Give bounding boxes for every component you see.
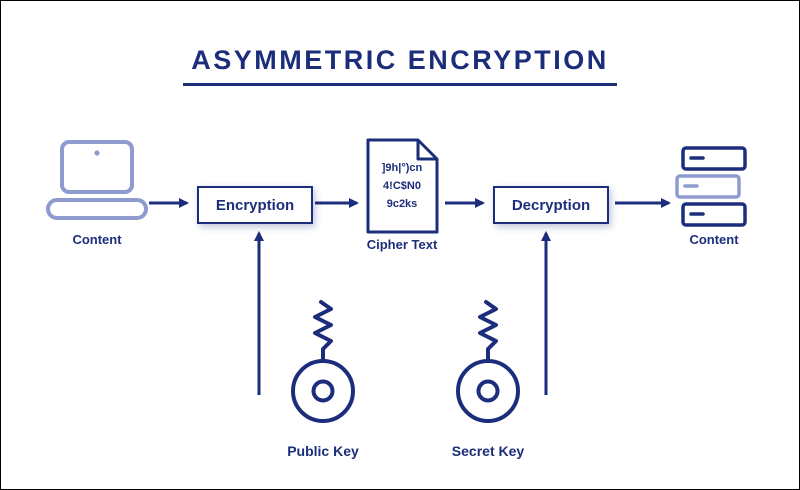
server-icon (675, 146, 747, 227)
secret-key-label: Secret Key (451, 443, 525, 459)
encryption-box-label: Encryption (215, 196, 295, 214)
cipher-line-1: ]9h|°)cn (381, 162, 423, 174)
public-key-label: Public Key (287, 443, 359, 459)
laptop-icon (46, 140, 148, 220)
page-title: ASYMMETRIC ENCRYPTION (183, 45, 617, 86)
destination-content-label: Content (689, 232, 739, 247)
cipher-document-icon (366, 138, 439, 234)
cipher-line-2: 4!C$N0 (383, 180, 421, 192)
public-key-icon (291, 300, 355, 423)
secret-key-icon (456, 300, 520, 423)
source-content-label: Content (72, 232, 122, 247)
cipher-line-3: 9c2ks (386, 198, 418, 210)
decryption-box-label: Decryption (511, 196, 591, 214)
decryption-box: Decryption (493, 186, 609, 224)
encryption-box: Encryption (197, 186, 313, 224)
title-container: ASYMMETRIC ENCRYPTION (1, 45, 799, 86)
cipher-text-content: ]9h|°)cn 4!C$N0 9c2ks (367, 159, 437, 213)
cipher-text-label: Cipher Text (366, 237, 438, 252)
